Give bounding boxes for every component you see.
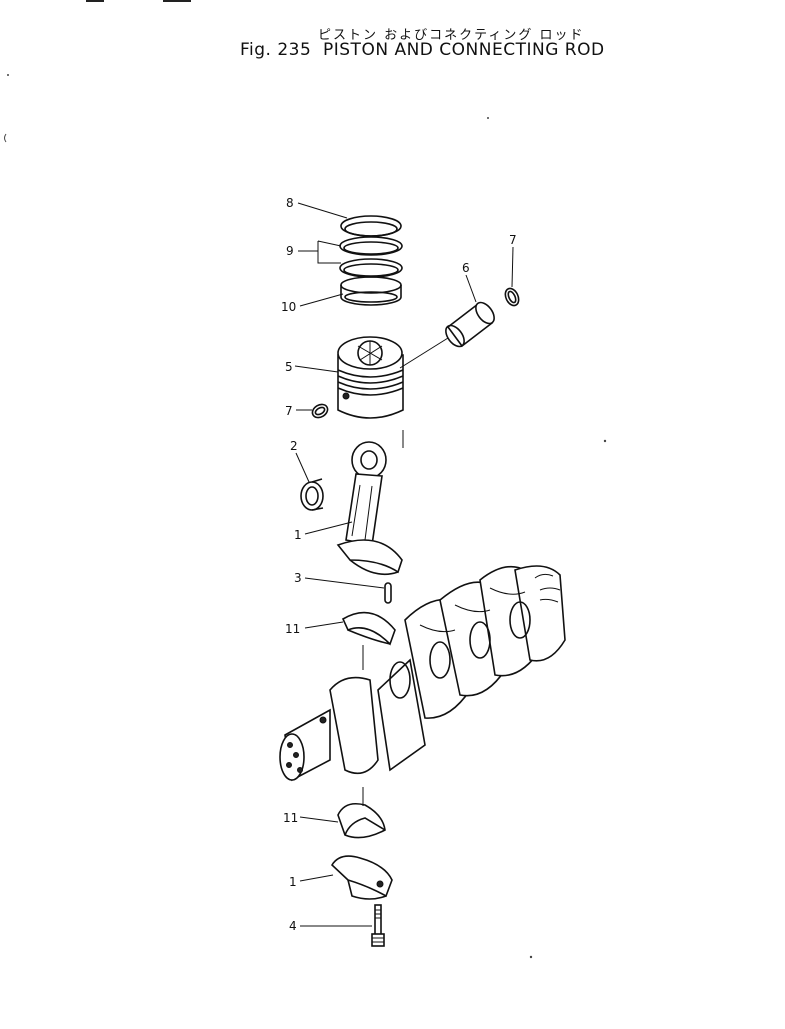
callout-labels: 8 9 10 6 7 5 7 2 1 3 11 11 1 4 bbox=[281, 196, 517, 933]
callout-2: 2 bbox=[290, 439, 298, 453]
crankshaft-icon bbox=[279, 565, 566, 782]
callout-5: 5 bbox=[285, 360, 293, 374]
bearing-shell-icon bbox=[337, 802, 386, 839]
callout-11-lower: 11 bbox=[283, 811, 298, 825]
callout-9: 9 bbox=[286, 244, 294, 258]
callout-11-upper: 11 bbox=[285, 622, 300, 636]
bushing-icon bbox=[300, 478, 324, 511]
second-ring-icon bbox=[339, 236, 403, 278]
bolt-icon bbox=[371, 904, 385, 947]
callout-3: 3 bbox=[294, 571, 302, 585]
callout-6: 6 bbox=[462, 261, 470, 275]
snap-ring-icon bbox=[311, 403, 329, 419]
snap-ring-icon bbox=[504, 287, 520, 307]
figure-number: Fig. 235 bbox=[240, 40, 312, 60]
japanese-title: ピストン およびコネクティング ロッド bbox=[318, 28, 585, 43]
top-compression-ring-icon bbox=[340, 215, 402, 237]
callout-1-cap: 1 bbox=[289, 875, 297, 889]
callout-4: 4 bbox=[289, 919, 297, 933]
callout-7-upper: 7 bbox=[509, 233, 517, 247]
dowel-pin-icon bbox=[384, 582, 392, 604]
figure-title: PISTON AND CONNECTING ROD bbox=[323, 40, 605, 60]
leader-lines bbox=[294, 202, 514, 927]
piston-pin-icon bbox=[445, 301, 495, 348]
rod-cap-icon bbox=[330, 855, 393, 900]
oil-ring-icon bbox=[340, 276, 402, 306]
callout-7-lower: 7 bbox=[285, 404, 293, 418]
scan-marks bbox=[4, 0, 607, 959]
callout-10: 10 bbox=[281, 300, 296, 314]
callout-8: 8 bbox=[286, 196, 294, 210]
header: ピストン およびコネクティング ロッド Fig. 235 PISTON AND … bbox=[0, 0, 785, 70]
callout-1-rod: 1 bbox=[294, 528, 302, 542]
connecting-rod-icon bbox=[336, 441, 403, 576]
piston-icon bbox=[337, 336, 404, 419]
bearing-shell-icon bbox=[341, 611, 396, 646]
